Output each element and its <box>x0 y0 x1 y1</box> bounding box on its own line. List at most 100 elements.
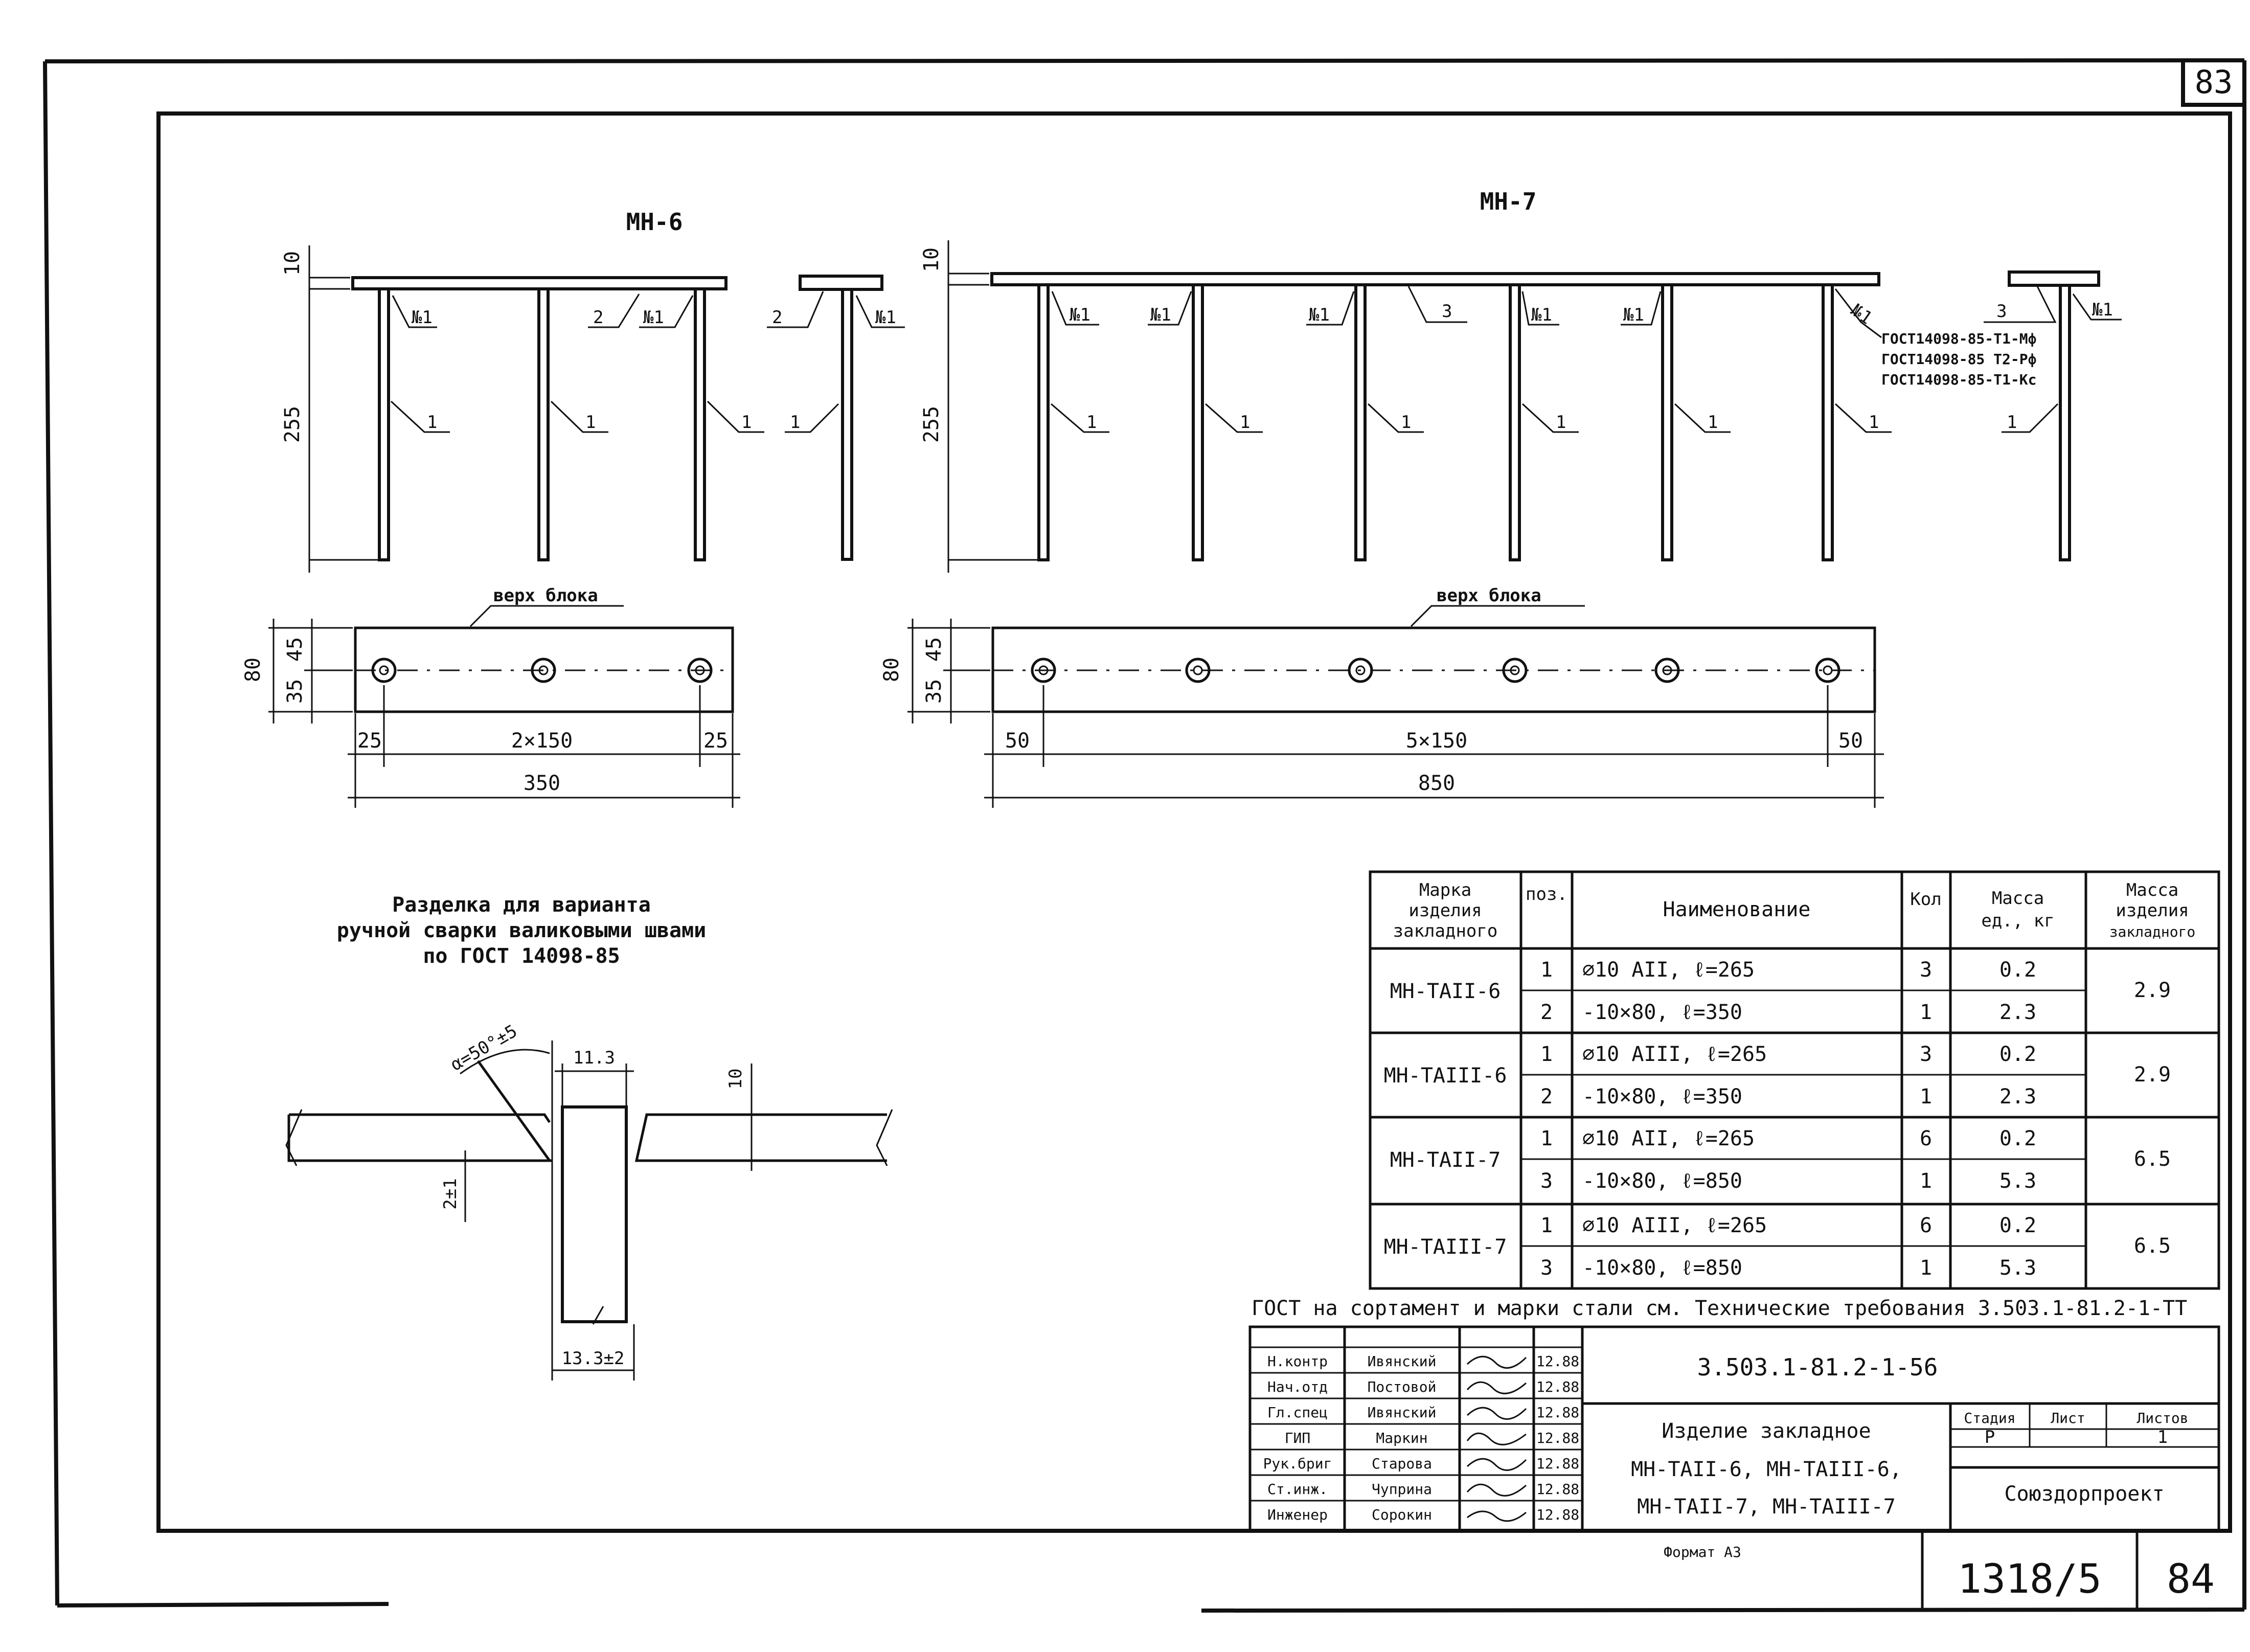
table-row: 3 -10×80, ℓ=850 1 5.3 <box>1540 1169 2036 1193</box>
spec-group: МН-ТАIII-7 6.5 1 ∅10 АIII, ℓ=265 6 0.2 3… <box>1384 1214 2171 1280</box>
row-qty: 1 <box>1920 1085 1932 1108</box>
mn7-label-pos1-c: 1 <box>1401 412 1411 433</box>
signature-row: Рук.бриг Старова 12.88 <box>1263 1455 1580 1472</box>
sheets-header: Листов <box>2137 1410 2188 1427</box>
mn7-label-pos1-d: 1 <box>1556 412 1566 433</box>
doc-code: 3.503.1-81.2-1-56 <box>1697 1353 1938 1381</box>
mn6-plan-dim-upper: 45 <box>283 637 307 662</box>
mn7-gost-note-2: ГОСТ14098-85 Т2-Рф <box>1881 351 2036 368</box>
mn6-plan-holes <box>371 658 713 683</box>
doc-title-line-3: МН-ТАII-7, МН-ТАIII-7 <box>1637 1495 1896 1519</box>
hdr-mass-item-1: Масса <box>2126 880 2178 900</box>
sig-name: Чуприна <box>1372 1481 1432 1498</box>
mn7-plan-caption: верх блока <box>1437 585 1541 606</box>
mn7-label-pos1-b: 1 <box>1240 412 1250 433</box>
weld-title-line-1: Разделка для варианта <box>392 893 651 917</box>
sig-mark <box>1466 1458 1527 1471</box>
bottom-strip: Формат А3 1318/5 84 <box>1664 1531 2215 1611</box>
mn6-side-plate <box>799 275 883 291</box>
table-row: 1 ∅10 АIII, ℓ=265 3 0.2 <box>1540 1043 2036 1066</box>
mn6-label-pos1-b: 1 <box>585 412 596 433</box>
mn7-plan-dim-length: 850 <box>1418 772 1455 795</box>
mn6-plan-dim-right: 25 <box>703 729 728 753</box>
mn6-plan-dim-left: 25 <box>357 729 382 753</box>
mn7-side-label-n1: №1 <box>2092 300 2113 320</box>
row-mass-unit: 0.2 <box>1999 1127 2036 1150</box>
spec-table: Марка изделия закладного поз. Наименован… <box>1252 870 2220 1320</box>
mn6-plate <box>351 276 728 290</box>
sig-role: Ст.инж. <box>1267 1481 1328 1498</box>
mn6-plan-dim-lower: 35 <box>283 679 307 704</box>
row-pos: 1 <box>1540 1043 1553 1066</box>
mn7-plan: верх блока 80 45 35 50 5×150 50 850 <box>880 585 1884 808</box>
stage-header: Стадия <box>1964 1410 2015 1427</box>
mn6-plan: верх блока 80 45 35 25 2×150 25 350 <box>241 585 740 808</box>
group-mark: МН-ТАIII-6 <box>1384 1064 1507 1088</box>
format-label: Формат А3 <box>1664 1544 1741 1560</box>
group-mark: МН-ТАII-6 <box>1390 980 1501 1003</box>
mn7-anchor-3 <box>1354 283 1367 561</box>
mn7-gost-note-1: ГОСТ14098-85-Т1-Мф <box>1881 330 2036 347</box>
mn7-label-pos3: 3 <box>1442 301 1452 322</box>
weld-title-line-2: ручной сварки валиковыми швами <box>337 919 706 942</box>
mn7-anchor-5 <box>1661 283 1673 561</box>
weld-dim-thickness: 10 <box>725 1069 746 1090</box>
sheet-header: Лист <box>2051 1410 2085 1427</box>
mn7-plan-dim-total: 80 <box>880 658 903 682</box>
weld-dim-bottom: 13.3±2 <box>562 1348 625 1369</box>
row-mass-unit: 2.3 <box>1999 1001 2036 1024</box>
row-qty: 6 <box>1920 1127 1932 1150</box>
row-pos: 3 <box>1540 1256 1553 1280</box>
mn6-label-n1-b: №1 <box>643 307 664 328</box>
row-qty: 3 <box>1920 1043 1932 1066</box>
mn6-anchor-3 <box>694 287 706 561</box>
row-mass-unit: 0.2 <box>1999 1043 2036 1066</box>
hdr-mass-unit-2: ед., кг <box>1981 911 2054 931</box>
sig-mark <box>1466 1355 1527 1369</box>
mn7-plan-dim-right: 50 <box>1838 729 1863 753</box>
row-qty: 1 <box>1920 1169 1932 1193</box>
mn7-plan-dim-left: 50 <box>1005 729 1030 753</box>
corner-number: 83 <box>2195 63 2233 101</box>
table-row: 2 -10×80, ℓ=350 1 2.3 <box>1540 1001 2036 1024</box>
mn7-plate <box>990 272 1880 286</box>
inner-frame <box>156 111 2232 1533</box>
signature-row: ГИП Маркин 12.88 <box>1285 1430 1579 1446</box>
mn6-side-view: 2 №1 1 <box>767 275 905 561</box>
stage-value: Р <box>1985 1427 1995 1447</box>
mn6-label-n1-a: №1 <box>412 307 433 328</box>
hdr-mass-item-2: изделия <box>2116 900 2189 921</box>
sig-date: 12.88 <box>1536 1378 1579 1395</box>
mn7-gost-note-3: ГОСТ14098-85-Т1-Кс <box>1881 371 2036 388</box>
outer-frame <box>43 58 2246 1613</box>
row-mass-unit: 0.2 <box>1999 958 2036 982</box>
mn6-dim-height: 255 <box>281 406 304 443</box>
row-pos: 1 <box>1540 1127 1553 1150</box>
weld-bar <box>561 1105 628 1323</box>
mn6-title: МН-6 <box>626 208 683 236</box>
mn6-side-label-pos2: 2 <box>772 307 782 328</box>
mn7-side-plate <box>2008 270 2100 287</box>
mn6-anchor-1 <box>378 287 390 561</box>
sheets-value: 1 <box>2157 1427 2168 1447</box>
signature-row: Н.контр Ивянский 12.88 <box>1267 1353 1579 1370</box>
hdr-mass-item-3: закладного <box>2109 923 2196 940</box>
sig-mark <box>1467 1510 1527 1522</box>
mn6-plan-dim-length: 350 <box>524 772 560 795</box>
row-pos: 1 <box>1540 958 1553 982</box>
doc-title-line-1: Изделие закладное <box>1662 1419 1871 1443</box>
row-name: ∅10 АIII, ℓ=265 <box>1582 1043 1767 1066</box>
sig-mark <box>1466 1432 1527 1445</box>
mn7-plan-dim-upper: 45 <box>922 637 946 662</box>
mn6-label-pos2-a: 2 <box>593 307 603 328</box>
hdr-qty: Кол <box>1910 889 1941 910</box>
mn7-side-anchor <box>2059 284 2071 561</box>
hdr-mass-unit-1: Масса <box>1992 888 2044 909</box>
mn7-side-view: 3 №1 1 <box>1984 270 2122 561</box>
sig-date: 12.88 <box>1536 1506 1579 1523</box>
title-block: Н.контр Ивянский 12.88 Нач.отд Постовой … <box>1248 1325 2220 1533</box>
table-row: 1 ∅10 АIII, ℓ=265 6 0.2 <box>1540 1214 2036 1237</box>
organization: Союздорпроект <box>2004 1482 2164 1506</box>
sig-name: Сорокин <box>1372 1506 1432 1523</box>
sheet-number: 84 <box>2167 1556 2215 1602</box>
